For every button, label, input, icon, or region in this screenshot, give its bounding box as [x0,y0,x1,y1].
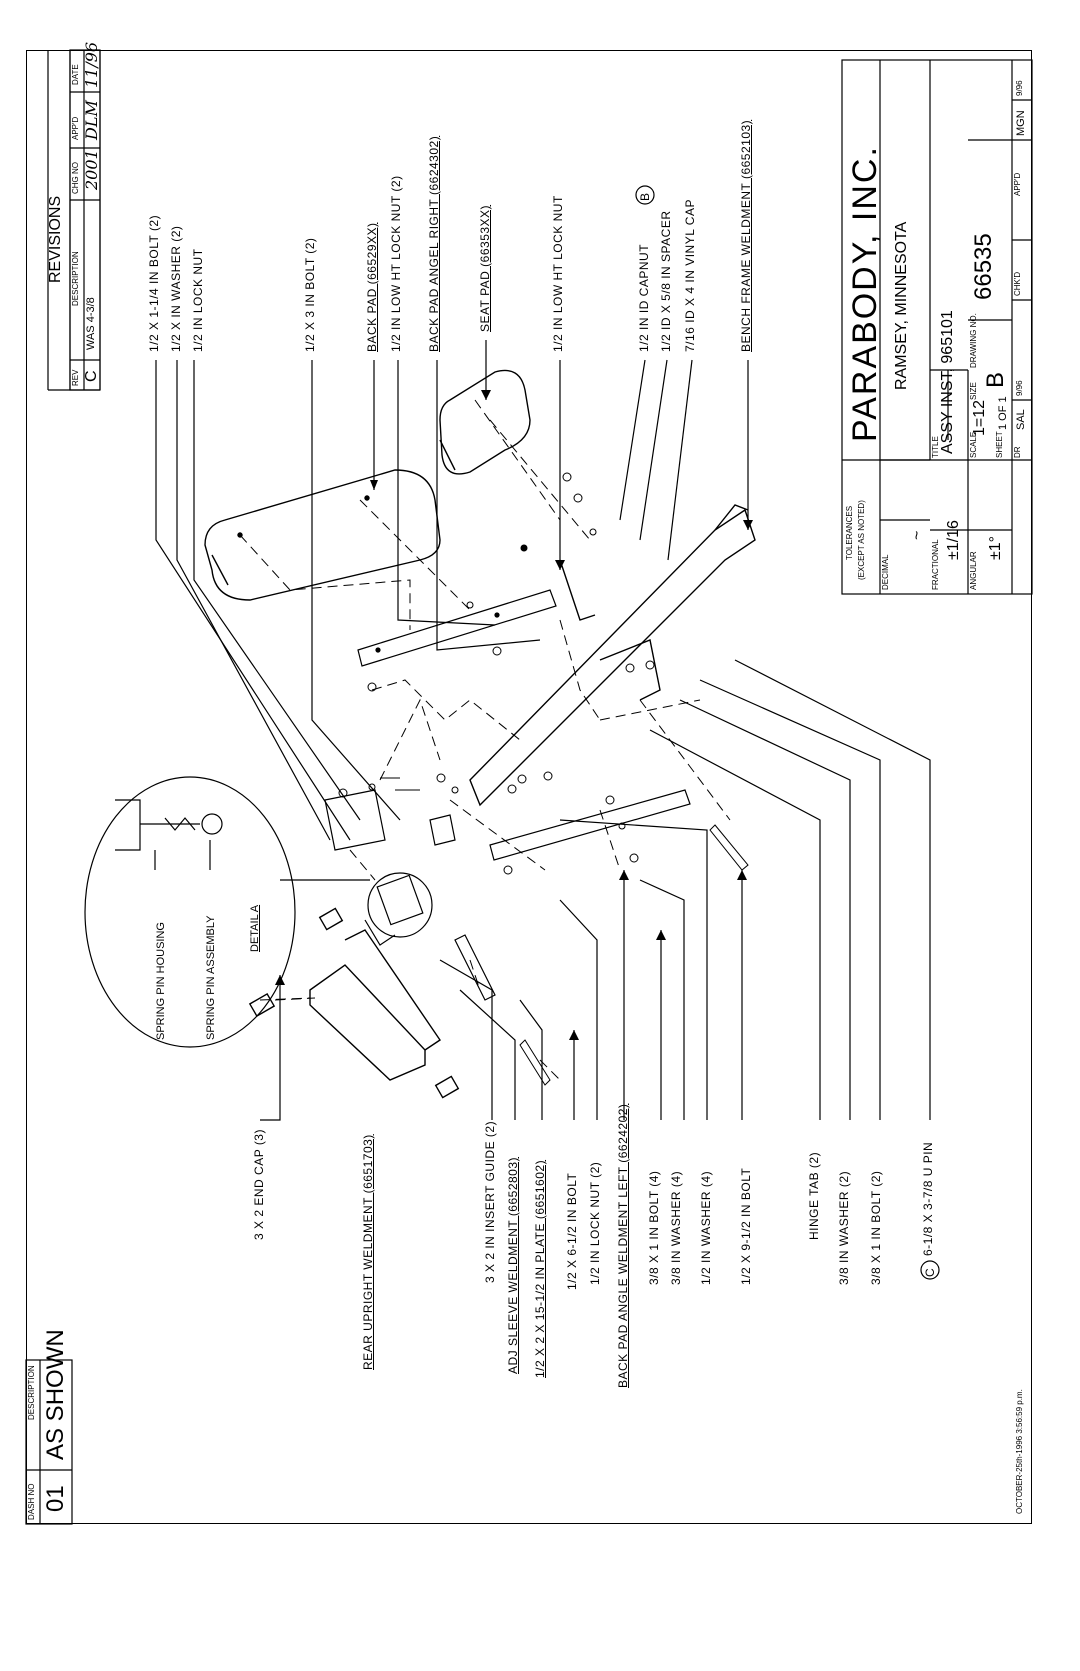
revisions-header-chg-no: CHG NO [71,162,80,194]
dr-value: SAL [1015,409,1027,430]
capnut-tag: B [638,192,652,201]
company-name: PARABODY, INC. [846,145,884,442]
callout-bolt-1-1-4: 1/2 X 1-1/4 IN BOLT (2) [147,214,161,352]
callout-bolt-9-1-2: 1/2 X 9-1/2 IN BOLT [739,1167,753,1285]
fractional-label: FRACTIONAL [931,539,940,590]
callout-back-pad-angle-left: BACK PAD ANGLE WELDMENT LEFT (6624202) [616,1103,630,1388]
callout-rear-upright-weldment: REAR UPRIGHT WELDMENT (6651703) [361,1134,375,1370]
back-pad-angle-right-part [357,589,557,667]
drawing-no-value: 66535 [970,233,997,300]
dash-row-description: AS SHOWN [42,1329,69,1460]
callout-lock-nut-half: 1/2 IN LOCK NUT [191,248,205,352]
upin-tag-circle [920,1260,940,1280]
bench-frame-part [469,504,756,807]
callout-washer-3-8-4: 3/8 IN WASHER (4) [669,1170,683,1285]
callout-washer-3-8-2: 3/8 IN WASHER (2) [837,1170,851,1285]
revisions-row-description: WAS 4-3/8 [85,297,97,350]
scale-value: 1=12 [971,399,988,436]
callout-low-ht-lock-nut-2: 1/2 IN LOW HT LOCK NUT (2) [389,175,403,352]
callout-washer-1-2-4: 1/2 IN WASHER (4) [699,1170,713,1285]
callout-low-ht-lock-nut: 1/2 IN LOW HT LOCK NUT [551,195,565,352]
dash-header-description: DESCRIPTION [27,1365,36,1420]
tolerances-label: TOLERANCES [845,505,854,560]
callout-adj-sleeve-weldment: ADJ SLEEVE WELDMENT (6652803) [506,1156,520,1374]
callout-id-capnut: 1/2 IN ID CAPNUT [637,243,651,352]
back-pad-angle-left-part [489,789,691,861]
drawing-title: ASSY INST, 965101 [939,310,956,454]
callout-spacer: 1/2 ID X 5/8 IN SPACER [659,210,673,353]
callout-back-pad: BACK PAD (66529XX) [365,222,379,353]
dr-date: 9/96 [1015,380,1024,396]
decimal-value: ~ [909,530,926,540]
drawing-border [26,50,1032,1524]
callout-bolt-3in: 1/2 X 3 IN BOLT (2) [303,237,317,352]
callout-vinyl-cap: 7/16 ID X 4 IN VINYL CAP [683,199,697,352]
callout-insert-guide: 3 X 2 IN INSERT GUIDE (2) [483,1120,497,1283]
sheet-value: 1 OF 1 [997,396,1009,430]
revisions-row-appd: DLM [82,100,101,140]
detail-spring-pin-housing: SPRING PIN HOUSING [155,922,167,1040]
appd-label: APP'D [1013,172,1022,196]
callout-seat-pad: SEAT PAD (66353XX) [478,204,492,332]
callout-end-cap: 3 X 2 END CAP (3) [252,1129,266,1240]
callout-back-pad-angel-right: BACK PAD ANGEL RIGHT (6624302) [427,135,441,352]
assembly-paths [239,399,731,1081]
detail-a-balloon [84,776,370,1048]
callout-lock-nut-2: 1/2 IN LOCK NUT (2) [588,1161,602,1285]
callout-u-pin: 6-1/8 X 3-7/8 U PIN [921,1141,935,1256]
detail-spring-pin-assembly: SPRING PIN ASSEMBLY [205,915,217,1040]
title-block-lines [841,59,1033,595]
callout-hinge-tab: HINGE TAB (2) [807,1151,821,1240]
drawing-no-label: DRAWING NO. [969,313,978,368]
appd-value: MGN [1015,110,1027,136]
detail-a-label: DETAIL A [249,904,261,952]
angular-value: ±1° [987,535,1004,560]
revisions-table-lines [47,49,101,391]
leader-lines [155,340,931,1121]
dash-header-dash-no: DASH NO [27,1483,36,1520]
arrowheads [275,390,753,1040]
revisions-row-rev: C [83,370,100,382]
print-timestamp: OCTOBER-25th-1996 3:56:59 p.m. [1015,1389,1024,1514]
callout-plate: 1/2 X 2 X 15-1/2 IN PLATE (6651602) [533,1159,547,1378]
decimal-label: DECIMAL [881,554,890,590]
callout-bolt-3-8-x-1-4: 3/8 X 1 IN BOLT (4) [647,1170,661,1285]
revisions-header-appd: APP'D [71,116,80,140]
revisions-header-rev: REV [71,369,80,386]
rear-upright-part [248,907,460,1099]
callout-washer-half: 1/2 X IN WASHER (2) [169,225,183,352]
dr-label: DR [1013,446,1022,458]
appd-date: 9/96 [1015,80,1024,96]
chkd-label: CHK'D [1013,271,1022,296]
dash-row-dash-no: 01 [42,1485,69,1512]
size-label: SIZE [969,382,978,400]
fractional-value: ±1/16 [945,520,962,560]
revisions-header-description: DESCRIPTION [71,251,80,306]
callout-bolt-6-1-2: 1/2 X 6-1/2 IN BOLT [565,1172,579,1290]
adj-sleeve-part [324,789,496,1001]
upin-tag: C [923,1267,937,1277]
revisions-title: REVISIONS [47,195,64,283]
callout-bench-frame-weldment: BENCH FRAME WELDMENT (6652103) [739,119,753,352]
size-value: B [982,371,1009,388]
capnut-tag-circle [635,185,655,205]
callout-bolt-3-8-x-1-2: 3/8 X 1 IN BOLT (2) [869,1170,883,1285]
revisions-row-date: 11/96 [82,41,101,88]
tolerances-except: (EXCEPT AS NOTED) [857,500,866,580]
revisions-header-date: DATE [71,64,80,85]
seat-pad-part [439,369,531,475]
company-city: RAMSEY, MINNESOTA [893,221,910,390]
revisions-row-chg-no: 2001 [82,149,101,190]
dash-table-lines [25,1359,73,1525]
angular-label: ANGULAR [969,551,978,590]
sheet-label: SHEET [995,431,1004,458]
